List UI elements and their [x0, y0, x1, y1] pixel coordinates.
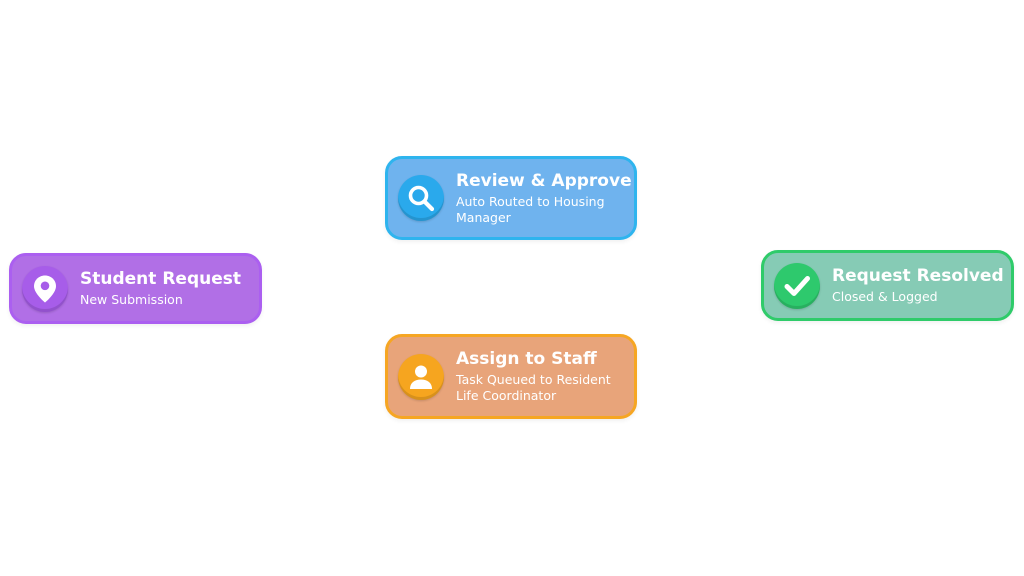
checkmark-icon — [774, 262, 820, 309]
node-subtitle: New Submission — [80, 292, 183, 307]
magnifier-icon — [398, 175, 444, 221]
node-subtitle: Task Queued to Resident Life Coordinator — [456, 372, 611, 403]
node-subtitle: Closed & Logged — [832, 289, 938, 304]
node-subtitle: Auto Routed to Housing Manager — [456, 193, 605, 225]
location-pin-icon — [22, 265, 68, 312]
node-request-resolved: Request Resolved Closed & Logged — [761, 250, 1014, 321]
node-title: Review & Approve — [456, 170, 632, 191]
person-icon — [398, 353, 444, 400]
node-review-approve: Review & Approve Auto Routed to Housing … — [385, 156, 637, 240]
node-title: Student Request — [80, 269, 241, 289]
node-title: Request Resolved — [832, 266, 1004, 286]
node-student-request: Student Request New Submission — [9, 253, 262, 324]
node-assign-staff: Assign to Staff Task Queued to Resident … — [385, 334, 637, 419]
node-title: Assign to Staff — [456, 349, 597, 369]
